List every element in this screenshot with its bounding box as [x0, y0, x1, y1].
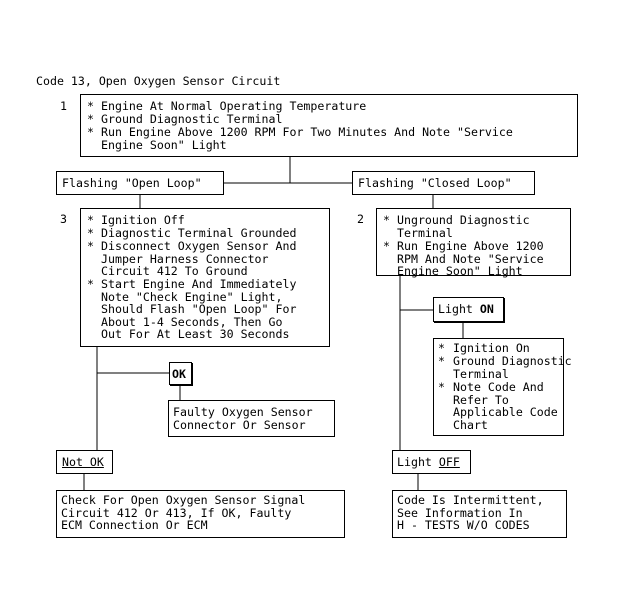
light-off-emphasis: OFF [438, 455, 460, 469]
bullet: * [383, 213, 390, 227]
bullet: * [438, 380, 445, 394]
not-ok-label: Not OK [62, 455, 104, 469]
step-number-3: 3 [60, 212, 67, 226]
light-on-action-item: Ground Diagnostic Terminal [453, 354, 572, 381]
bullet: * [87, 213, 94, 227]
bullet: * [383, 239, 390, 253]
intermittent-text: Code Is Intermittent, See Information In… [397, 493, 544, 533]
flashing-open-loop-label: Flashing "Open Loop" [62, 176, 202, 190]
light-on-action-box: * Ignition On * Ground Diagnostic Termin… [433, 338, 572, 436]
step2-box: * Unground Diagnostic Terminal * Run Eng… [376, 208, 571, 279]
diagram-title: Code 13, Open Oxygen Sensor Circuit [36, 74, 281, 88]
light-on-action-item: Ignition On [453, 341, 530, 355]
bullet: * [87, 239, 94, 253]
step2-item: Unground Diagnostic Terminal [397, 213, 530, 240]
step3-item: Start Engine And Immediately Note "Check… [101, 277, 297, 342]
flashing-open-loop-box: Flashing "Open Loop" [56, 171, 224, 195]
bullet: * [438, 341, 445, 355]
light-on-label: Light ON [438, 303, 494, 316]
step1-item: Engine At Normal Operating Temperature [101, 99, 367, 113]
bullet: * [87, 277, 94, 291]
step2-item: Run Engine Above 1200 RPM And Note "Serv… [397, 239, 544, 279]
ok-box: OK [169, 362, 192, 385]
light-on-action-item: Note Code And Refer To Applicable Code C… [453, 380, 558, 432]
step-number-2: 2 [357, 212, 364, 226]
step3-box: * Ignition Off * Diagnostic Terminal Gro… [80, 208, 330, 347]
light-off-label: Light OFF [397, 456, 460, 469]
light-on-box: Light ON [433, 297, 504, 322]
bullet: * [87, 112, 94, 126]
faulty-sensor-text: Faulty Oxygen Sensor Connector Or Sensor [173, 405, 313, 432]
step3-item: Diagnostic Terminal Grounded [101, 226, 297, 240]
step1-item: Ground Diagnostic Terminal [101, 112, 283, 126]
flashing-closed-loop-box: Flashing "Closed Loop" [352, 171, 535, 195]
check-open-circuit-box: Check For Open Oxygen Sensor Signal Circ… [56, 490, 345, 538]
check-open-circuit-text: Check For Open Oxygen Sensor Signal Circ… [61, 493, 306, 533]
bullet: * [438, 354, 445, 368]
not-ok-box: Not OK [56, 450, 113, 474]
step3-item: Disconnect Oxygen Sensor And Jumper Harn… [101, 239, 297, 279]
intermittent-box: Code Is Intermittent, See Information In… [392, 490, 567, 538]
ok-label: OK [172, 367, 186, 381]
light-on-prefix: Light [438, 302, 480, 316]
step1-item: Run Engine Above 1200 RPM For Two Minute… [101, 125, 513, 152]
faulty-sensor-box: Faulty Oxygen Sensor Connector Or Sensor [168, 400, 335, 437]
light-off-prefix: Light [397, 455, 439, 469]
step3-item: Ignition Off [101, 213, 185, 227]
flashing-closed-loop-label: Flashing "Closed Loop" [358, 176, 512, 190]
step-number-1: 1 [60, 99, 67, 113]
bullet: * [87, 125, 94, 139]
light-off-box: Light OFF [392, 450, 471, 474]
bullet: * [87, 226, 94, 240]
bullet: * [87, 99, 94, 113]
step1-box: * Engine At Normal Operating Temperature… [80, 94, 578, 157]
light-on-emphasis: ON [479, 302, 494, 316]
